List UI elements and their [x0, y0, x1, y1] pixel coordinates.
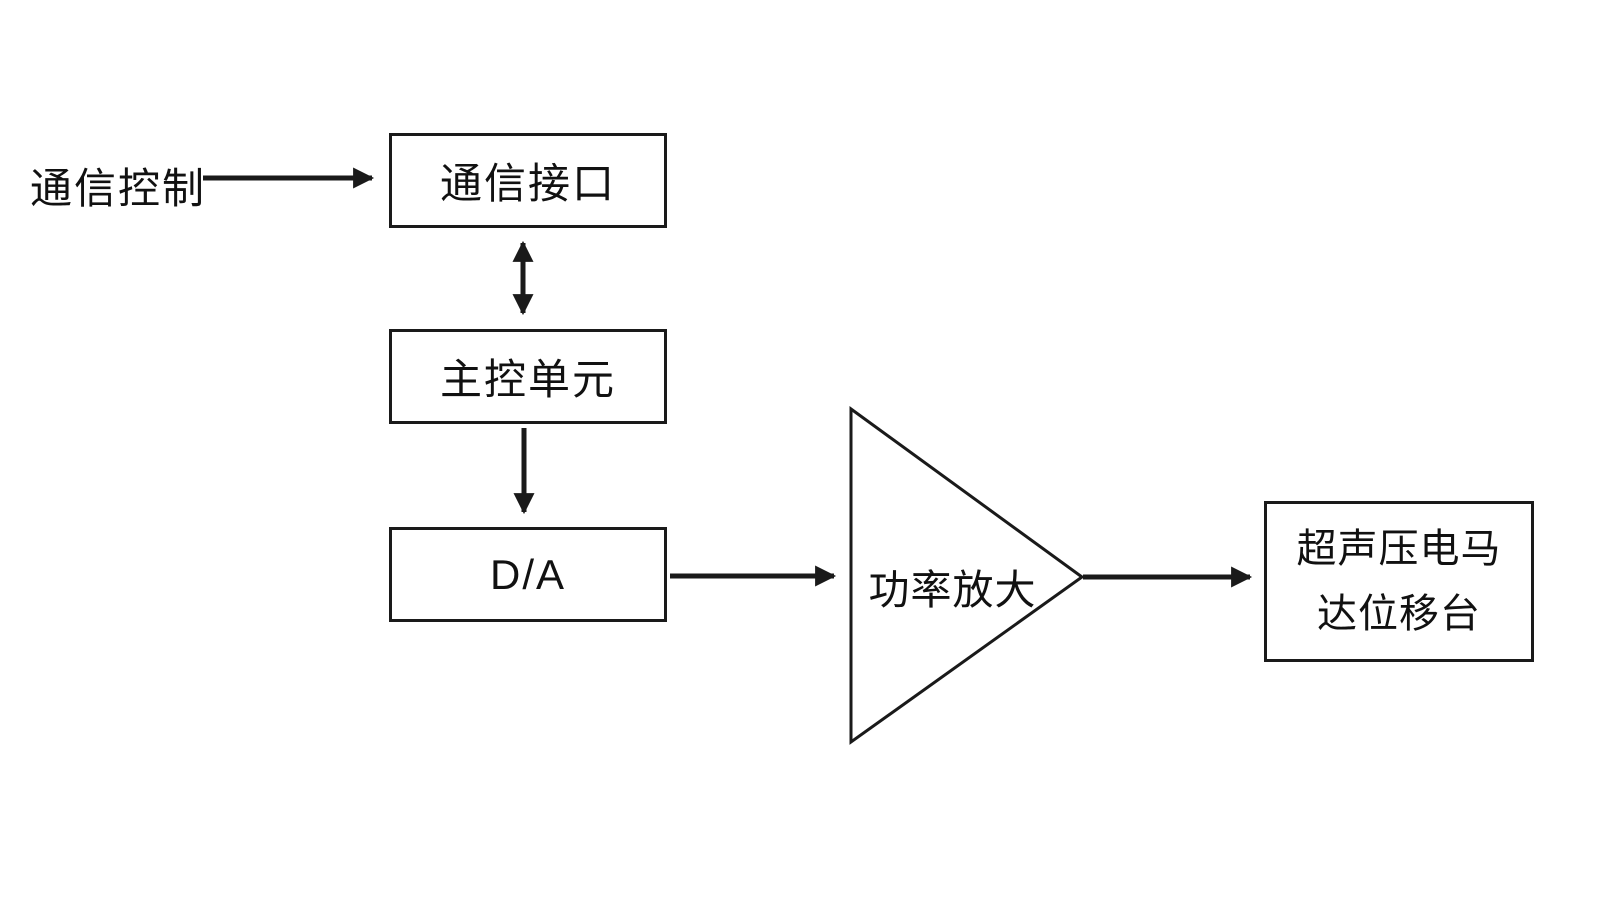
node-da: D/A — [389, 527, 667, 622]
node-stage: 超声压电马 达位移台 — [1264, 501, 1534, 662]
da-label: D/A — [489, 550, 566, 598]
node-comm-interface: 通信接口 — [389, 133, 667, 228]
comm-interface-label: 通信接口 — [439, 160, 616, 207]
node-main-control: 主控单元 — [389, 329, 667, 424]
main-control-label: 主控单元 — [439, 356, 616, 403]
stage-label-line1: 超声压电马 — [1296, 526, 1502, 571]
power-amp-label: 功率放大 — [868, 567, 1037, 613]
power-amp-triangle — [849, 406, 1085, 745]
comm-control-label: 通信控制 — [30, 165, 207, 212]
stage-label-line2: 达位移台 — [1317, 591, 1481, 636]
